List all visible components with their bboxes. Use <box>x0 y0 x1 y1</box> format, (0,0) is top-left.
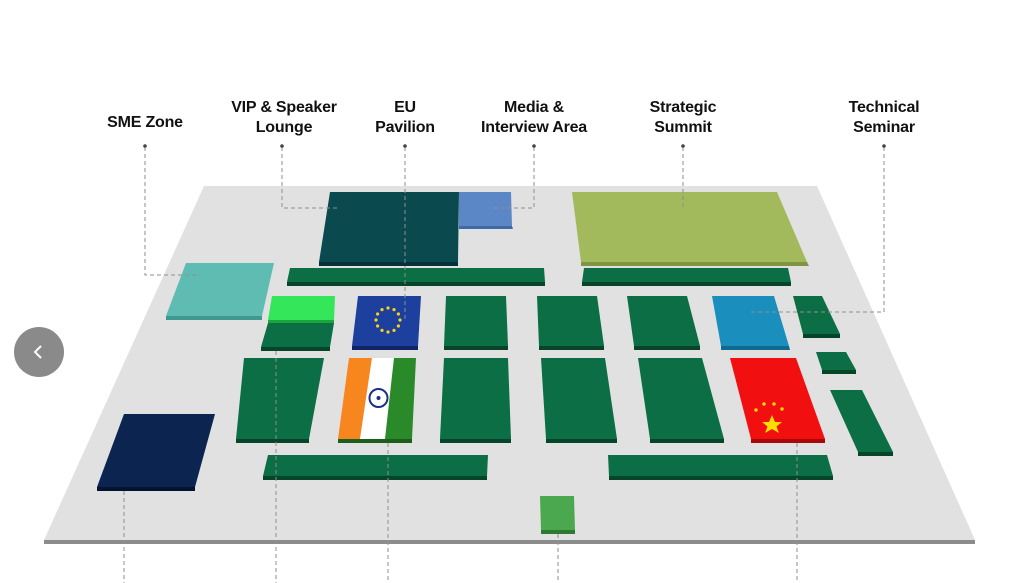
label-eu-pavilion-line2: Pavilion <box>375 119 435 136</box>
previous-button[interactable] <box>14 327 64 377</box>
booth-row2-right-tall[interactable] <box>830 390 893 456</box>
floor-edge <box>44 540 975 544</box>
technical-seminar-block[interactable] <box>712 296 790 350</box>
label-sme-zone-text: SME Zone <box>107 114 183 131</box>
booth-row1-5[interactable] <box>627 296 700 350</box>
booth-row2-3[interactable] <box>440 358 511 443</box>
booth-strip-upper-right[interactable] <box>582 268 791 286</box>
booth-row1-small-right[interactable] <box>793 296 840 338</box>
bright-green-booth[interactable] <box>268 296 335 323</box>
label-media-area: Media & Interview Area <box>459 98 609 138</box>
label-sme-zone: SME Zone <box>85 113 205 133</box>
small-green-block[interactable] <box>540 496 575 534</box>
label-media-area-line2: Interview Area <box>481 119 587 136</box>
china-flag-icon <box>754 402 784 433</box>
label-vip-lounge: VIP & Speaker Lounge <box>204 98 364 138</box>
booth-row2-5[interactable] <box>638 358 724 443</box>
callout-dots <box>143 144 886 148</box>
label-technical-seminar: Technical Seminar <box>824 98 944 138</box>
booth-row1-3[interactable] <box>444 296 508 350</box>
strategic-summit-block[interactable] <box>572 192 809 266</box>
booth-row2-4[interactable] <box>541 358 617 443</box>
booth-row1-4[interactable] <box>537 296 604 350</box>
label-eu-pavilion-line1: EU <box>394 99 416 116</box>
booth-row1-left-base[interactable] <box>261 323 334 351</box>
media-area-block[interactable] <box>459 192 513 229</box>
callout-lines <box>123 147 885 583</box>
sme-zone-block[interactable] <box>166 263 274 320</box>
label-eu-pavilion: EU Pavilion <box>355 98 455 138</box>
label-technical-seminar-line1: Technical <box>848 99 920 116</box>
label-strategic-summit-line2: Summit <box>654 119 712 136</box>
label-vip-lounge-line1: VIP & Speaker <box>231 99 337 116</box>
vip-lounge-block[interactable] <box>319 192 459 266</box>
booth-strip-upper-left[interactable] <box>287 268 545 286</box>
india-flag-icon <box>368 388 389 408</box>
label-media-area-line1: Media & <box>504 99 564 116</box>
india-pavilion-booth[interactable] <box>338 358 416 443</box>
label-technical-seminar-line2: Seminar <box>853 119 915 136</box>
eu-flag-icon <box>374 306 402 334</box>
booth-row2-1[interactable] <box>236 358 324 443</box>
booth-strip-lower-left[interactable] <box>263 455 488 480</box>
navy-zone-block[interactable] <box>97 414 215 491</box>
label-strategic-summit-line1: Strategic <box>649 99 717 116</box>
booth-small-square-right[interactable] <box>816 352 856 374</box>
label-vip-lounge-line2: Lounge <box>255 119 313 136</box>
label-strategic-summit: Strategic Summit <box>623 98 743 138</box>
booth-strip-lower-right[interactable] <box>608 455 833 480</box>
china-pavilion-booth[interactable] <box>730 358 825 443</box>
chevron-left-icon <box>33 345 42 359</box>
eu-pavilion-booth[interactable] <box>352 296 421 350</box>
